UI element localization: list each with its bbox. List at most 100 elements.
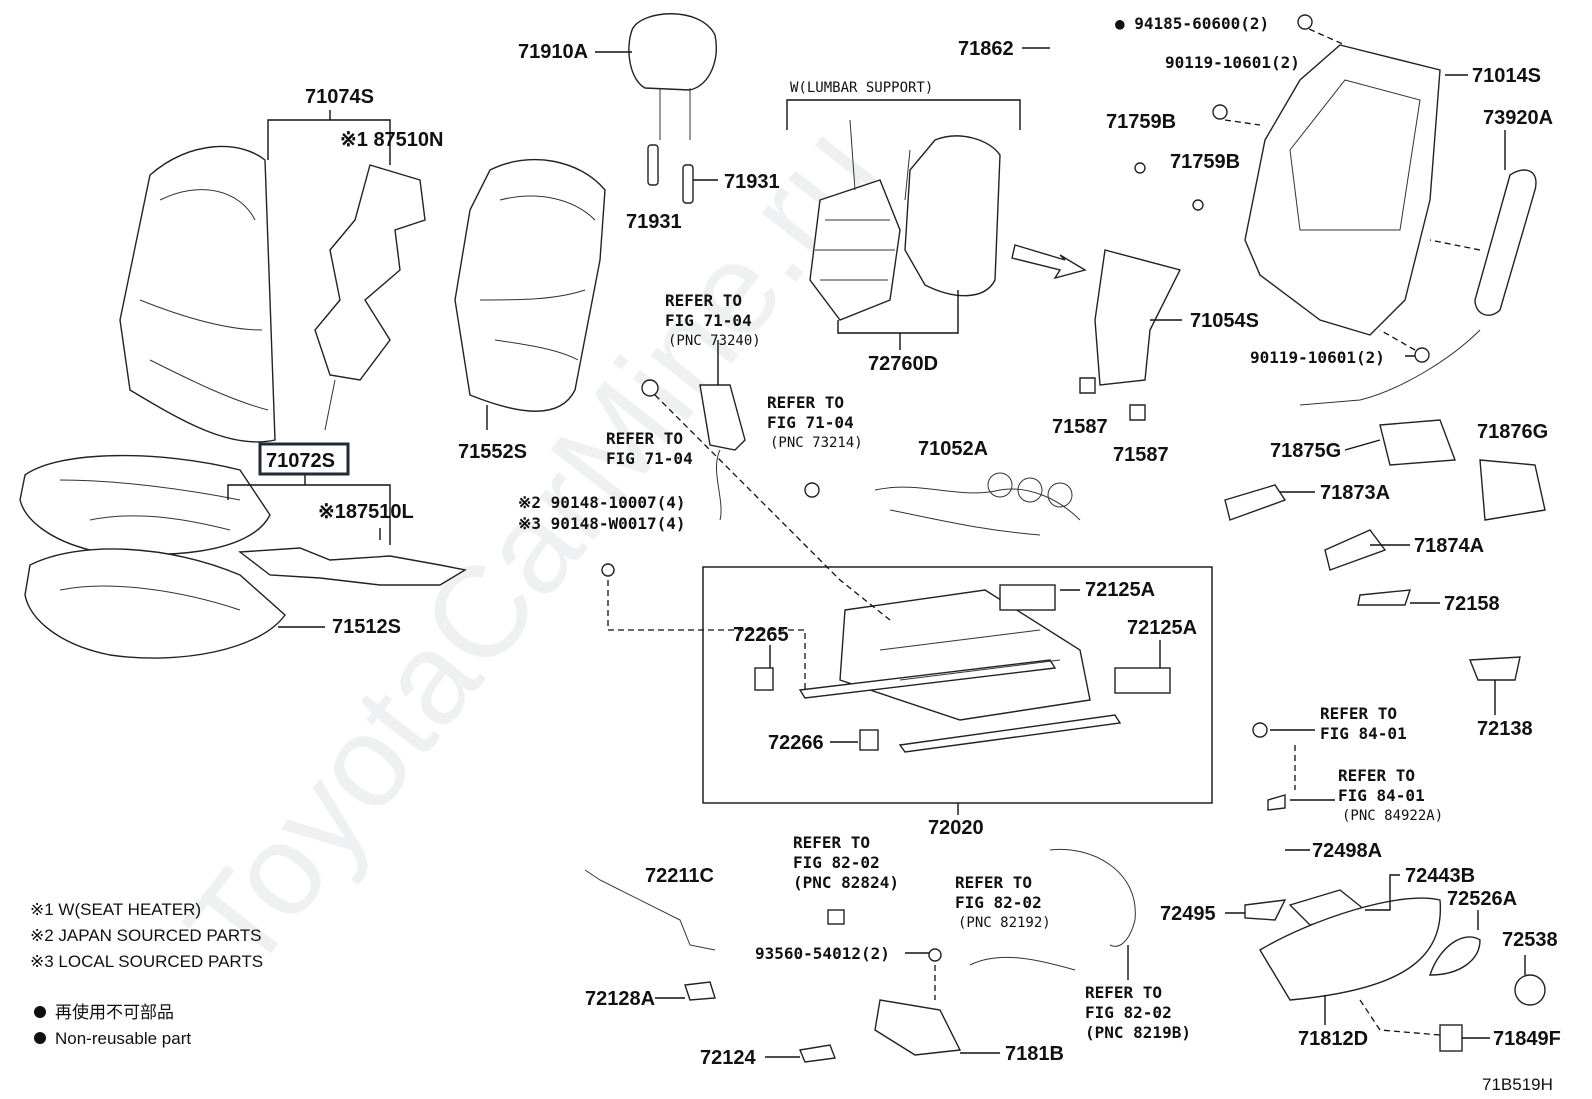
svg-text:FIG 82-02: FIG 82-02 bbox=[1085, 1003, 1172, 1022]
non-reusable-bullet-icon bbox=[34, 1032, 46, 1044]
legend-japanese: 再使用不可部品 bbox=[55, 1002, 174, 1022]
leader-lines bbox=[227, 47, 1526, 1058]
label-71875G: 71875G bbox=[1270, 440, 1341, 462]
label-72760D: 72760D bbox=[868, 353, 938, 375]
label-72495: 72495 bbox=[1160, 903, 1216, 925]
svg-text:FIG 82-02: FIG 82-02 bbox=[955, 893, 1042, 912]
svg-text:(PNC 82824): (PNC 82824) bbox=[793, 873, 899, 892]
diagram-code: 71B519H bbox=[1482, 1075, 1553, 1094]
svg-text:(PNC 84922A): (PNC 84922A) bbox=[1342, 808, 1443, 824]
headrest-guides-sketch bbox=[647, 144, 694, 204]
seatback-cover-sketch bbox=[119, 145, 276, 443]
label-72138: 72138 bbox=[1477, 718, 1533, 740]
svg-text:(PNC 82192): (PNC 82192) bbox=[958, 915, 1051, 931]
note-japan-sourced: ※2 JAPAN SOURCED PARTS bbox=[30, 926, 262, 945]
label-72128A: 72128A bbox=[585, 988, 655, 1010]
svg-text:FIG 84-01: FIG 84-01 bbox=[1320, 724, 1407, 743]
cushion-pad-sketch bbox=[24, 548, 286, 659]
label-72538: 72538 bbox=[1502, 929, 1558, 951]
cushion-cover-sketch bbox=[19, 454, 271, 556]
svg-text:(PNC 8219B): (PNC 8219B) bbox=[1085, 1023, 1191, 1042]
lumbar-frame-sketch bbox=[809, 119, 911, 321]
label-71552S: 71552S bbox=[458, 441, 527, 463]
label-72158: 72158 bbox=[1444, 593, 1500, 615]
refer-note-fig-84-01: REFER TO FIG 84-01 bbox=[1320, 704, 1407, 743]
label-71874A: 71874A bbox=[1414, 535, 1484, 557]
seatback-heater-sketch bbox=[314, 164, 426, 431]
refer-note-pnc-8219B: REFER TO FIG 82-02 (PNC 8219B) bbox=[1085, 983, 1191, 1042]
buckle-sketch bbox=[641, 379, 820, 521]
misc-small-parts-sketch bbox=[1079, 377, 1546, 681]
label-72443B: 72443B bbox=[1405, 865, 1475, 887]
frame-bracket-sketch bbox=[1094, 249, 1182, 386]
label-71849F: 71849F bbox=[1493, 1028, 1561, 1050]
seat-track-sketch bbox=[754, 584, 1171, 753]
label-72526A: 72526A bbox=[1447, 888, 1517, 910]
label-71876G: 71876G bbox=[1477, 421, 1548, 443]
direction-arrow bbox=[1011, 244, 1087, 280]
refer-note-pnc-84922A: REFER TO FIG 84-01 (PNC 84922A) bbox=[1338, 766, 1443, 824]
label-71910A: 71910A bbox=[518, 41, 588, 63]
label-72125A-a: 72125A bbox=[1085, 579, 1155, 601]
svg-text:REFER TO: REFER TO bbox=[793, 833, 870, 852]
label-94185-60600: ● 94185-60600(2) bbox=[1115, 14, 1269, 33]
legend-english: Non-reusable part bbox=[55, 1029, 191, 1048]
svg-text:REFER TO: REFER TO bbox=[1338, 766, 1415, 785]
label-72020: 72020 bbox=[928, 817, 984, 839]
label-90119-10601-a: 90119-10601(2) bbox=[1165, 53, 1300, 72]
highlight-box-71072S bbox=[258, 442, 350, 476]
label-71759B-b: 71759B bbox=[1170, 151, 1240, 173]
non-reusable-bullet-icon bbox=[34, 1006, 46, 1018]
label-71072S[interactable]: 71072S bbox=[266, 450, 335, 472]
label-71512S: 71512S bbox=[332, 616, 401, 638]
label-71931-b: 71931 bbox=[626, 211, 682, 233]
label-71862: 71862 bbox=[958, 38, 1014, 60]
svg-text:FIG 71-04: FIG 71-04 bbox=[767, 413, 854, 432]
cushion-heater-sketch bbox=[238, 547, 467, 586]
label-73920A: 73920A bbox=[1483, 107, 1553, 129]
svg-text:REFER TO: REFER TO bbox=[665, 291, 742, 310]
note-seat-heater: ※1 W(SEAT HEATER) bbox=[30, 900, 201, 919]
seatback-frame-sketch bbox=[1244, 44, 1441, 336]
lumbar-support-title: W(LUMBAR SUPPORT) bbox=[790, 80, 933, 96]
label-71014S: 71014S bbox=[1472, 65, 1541, 87]
label-71074S: 71074S bbox=[305, 86, 374, 108]
label-87510L: ※187510L bbox=[318, 501, 414, 523]
svg-text:REFER TO: REFER TO bbox=[1320, 704, 1397, 723]
label-71054S: 71054S bbox=[1190, 310, 1259, 332]
refer-note-pnc-73214: REFER TO FIG 71-04 (PNC 73214) bbox=[767, 393, 863, 451]
label-71873A: 71873A bbox=[1320, 482, 1390, 504]
label-90148-10007: ※2 90148-10007(4) bbox=[518, 493, 686, 512]
label-72498A: 72498A bbox=[1312, 840, 1382, 862]
label-93560-54012: 93560-54012(2) bbox=[755, 944, 890, 963]
label-71587-b: 71587 bbox=[1113, 444, 1169, 466]
svg-text:REFER TO: REFER TO bbox=[955, 873, 1032, 892]
svg-text:(PNC 73214): (PNC 73214) bbox=[770, 435, 863, 451]
label-71052A: 71052A bbox=[918, 438, 988, 460]
headrest-sketch bbox=[628, 13, 717, 140]
label-71931-a: 71931 bbox=[724, 171, 780, 193]
svg-text:FIG 71-04: FIG 71-04 bbox=[606, 449, 693, 468]
refer-note-pnc-82192: REFER TO FIG 82-02 (PNC 82192) bbox=[955, 873, 1051, 931]
lumbar-pad-sketch bbox=[904, 135, 1001, 297]
note-local-sourced: ※3 LOCAL SOURCED PARTS bbox=[30, 952, 263, 971]
label-90148-W0017: ※3 90148-W0017(4) bbox=[518, 514, 686, 533]
svg-text:REFER TO: REFER TO bbox=[1085, 983, 1162, 1002]
label-72266: 72266 bbox=[768, 732, 824, 754]
svg-text:(PNC 73240): (PNC 73240) bbox=[668, 333, 761, 349]
label-72124: 72124 bbox=[700, 1047, 756, 1069]
label-87510N: ※1 87510N bbox=[340, 129, 444, 151]
refer-note-fig-71-04: REFER TO FIG 71-04 bbox=[606, 429, 693, 468]
label-71587-a: 71587 bbox=[1052, 416, 1108, 438]
label-72125A-b: 72125A bbox=[1127, 617, 1197, 639]
small-fasteners bbox=[601, 14, 1430, 962]
refer-note-pnc-82824: REFER TO FIG 82-02 (PNC 82824) bbox=[793, 833, 899, 892]
lower-parts-sketch bbox=[584, 722, 1546, 1063]
svg-text:REFER TO: REFER TO bbox=[606, 429, 683, 448]
svg-text:FIG 82-02: FIG 82-02 bbox=[793, 853, 880, 872]
wire-harness-sketch bbox=[874, 472, 1081, 536]
dashed-leaders bbox=[607, 24, 1481, 1036]
label-71812D: 71812D bbox=[1298, 1028, 1368, 1050]
label-72211C: 72211C bbox=[645, 865, 714, 887]
